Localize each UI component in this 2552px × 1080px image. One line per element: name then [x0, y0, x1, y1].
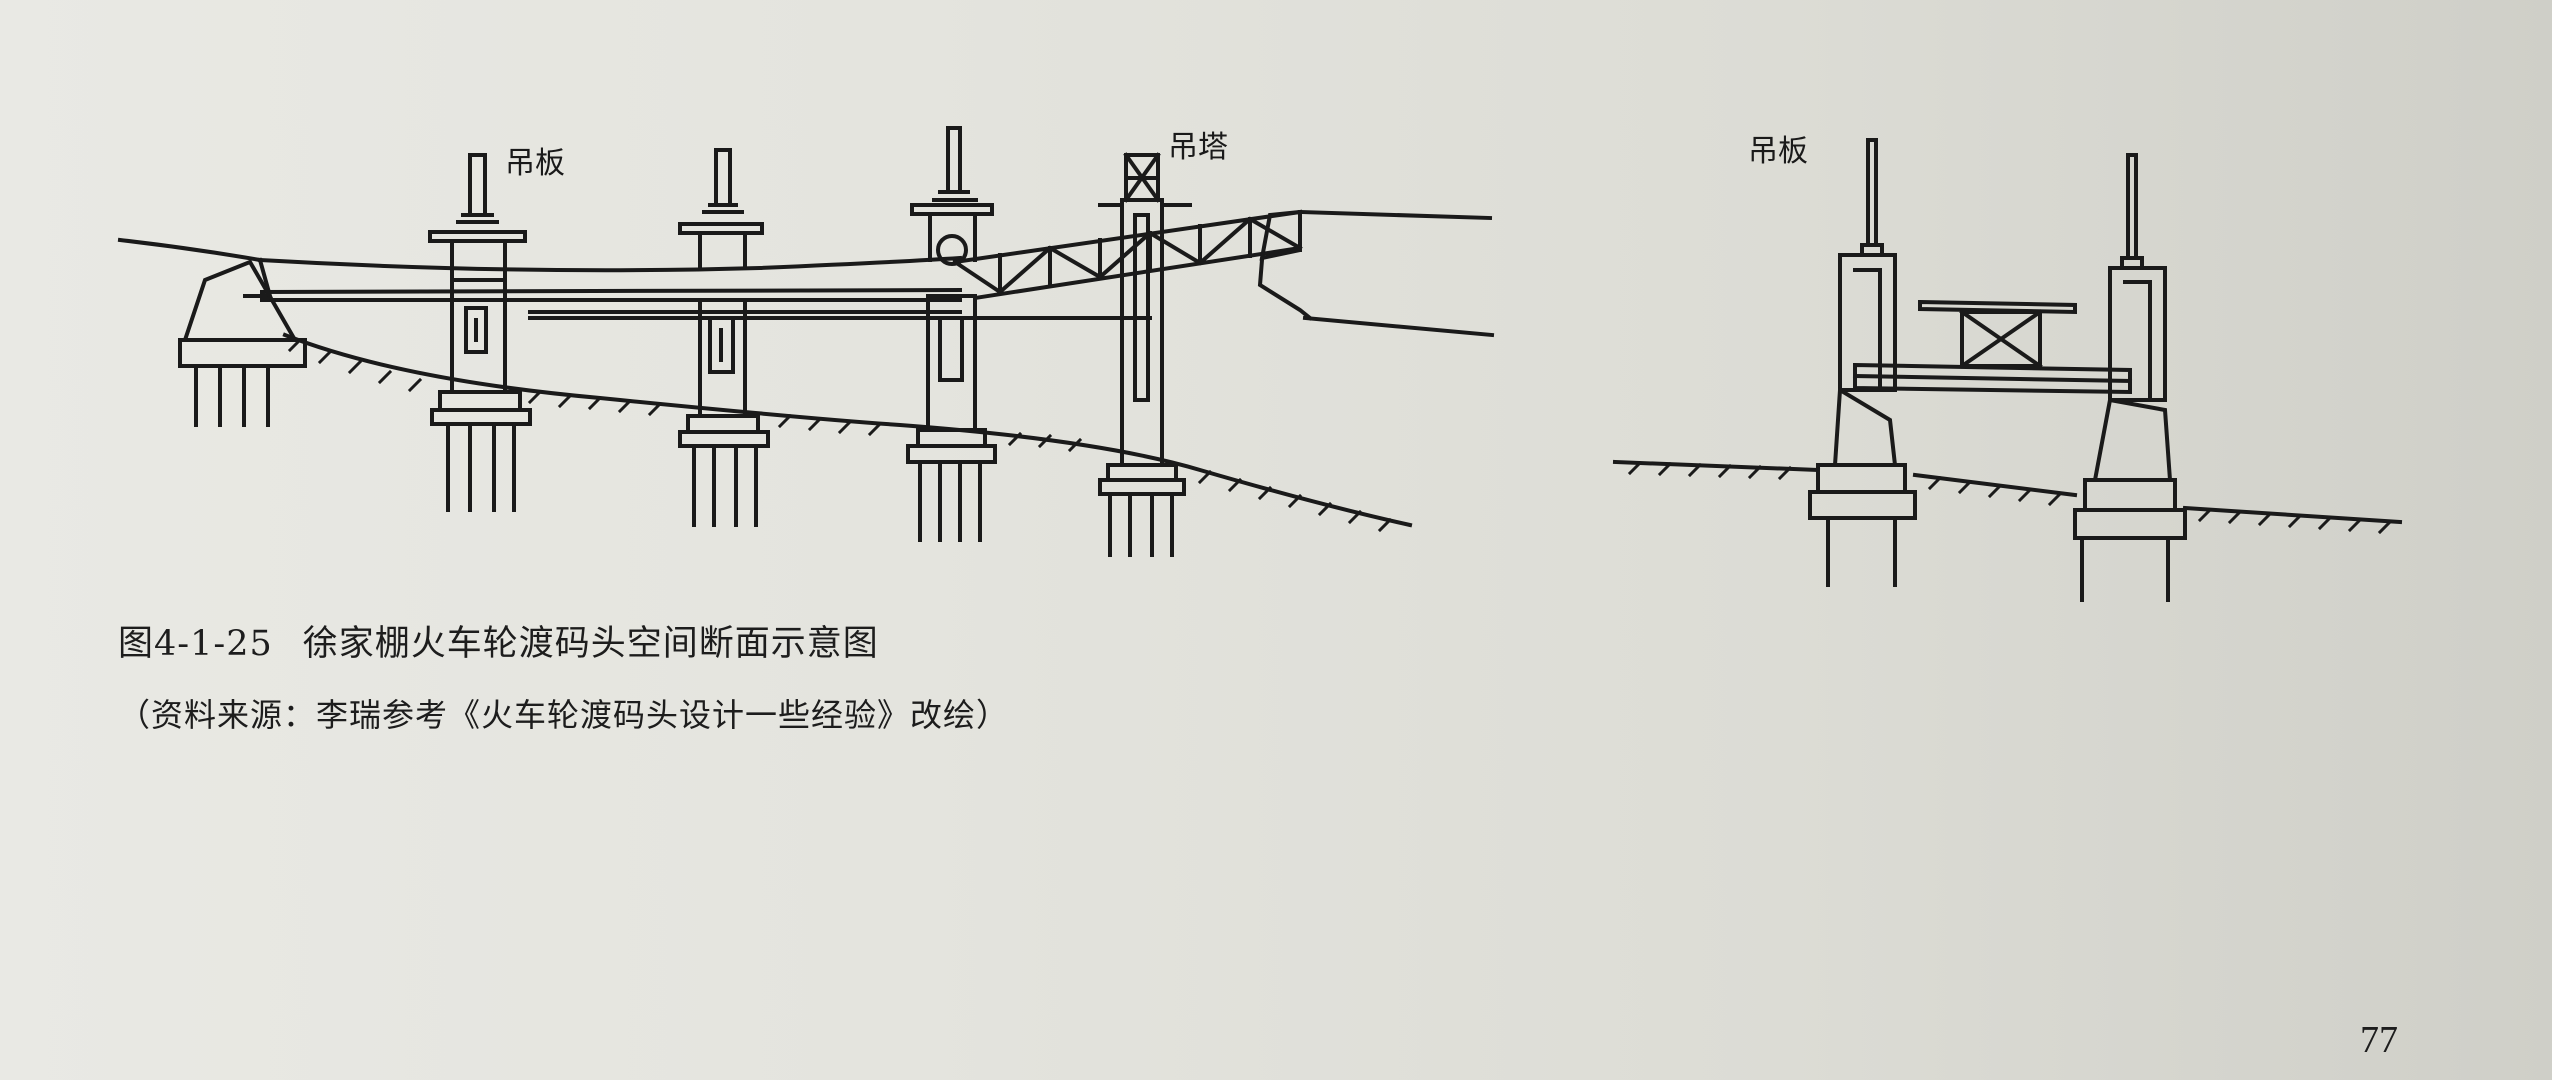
ground-left — [282, 332, 1413, 533]
right-section — [1612, 138, 2403, 602]
pier-2 — [678, 148, 770, 527]
bridge-deck — [257, 255, 1152, 320]
figure-number: 图4-1-25 — [118, 624, 273, 664]
pier-1 — [428, 153, 532, 512]
truss-span — [952, 209, 1313, 321]
page-number: 77 — [2360, 1019, 2398, 1061]
pontoon — [1297, 209, 1495, 338]
source-note: （资料来源：李瑞参考《火车轮渡码头设计一些经验》改绘） — [118, 696, 1010, 734]
hanging-plate-label-right: 吊板 — [1748, 134, 1808, 169]
hanging-tower — [1098, 152, 1192, 557]
left-abutment — [178, 259, 307, 427]
figure-caption: 图4-1-25 徐家棚火车轮渡码头空间断面示意图 — [118, 615, 879, 666]
approach-deck — [117, 237, 263, 263]
hanging-tower-label: 吊塔 — [1168, 130, 1228, 165]
pier-3 — [906, 126, 997, 542]
hanging-plate-label-left: 吊板 — [505, 146, 565, 181]
figure-title: 徐家棚火车轮渡码头空间断面示意图 — [302, 624, 879, 664]
